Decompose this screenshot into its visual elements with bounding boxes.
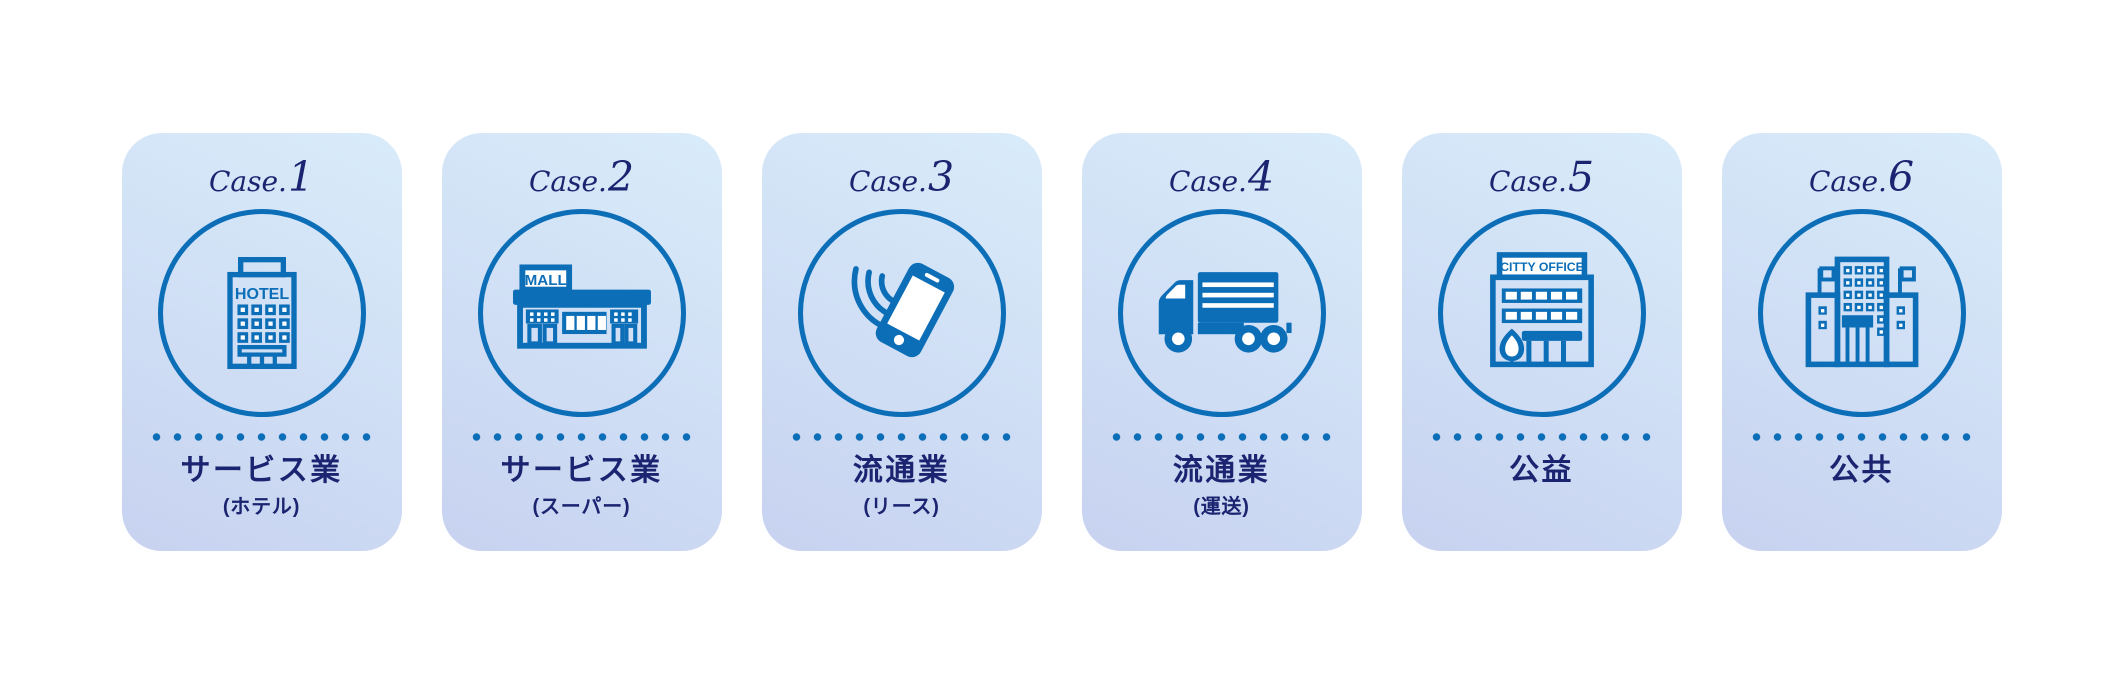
icon-circle: HOTEL: [157, 209, 366, 417]
case-card-6[interactable]: Case.6: [1721, 133, 2002, 551]
icon-circle: MALL: [477, 209, 686, 417]
case-prefix: Case.: [1168, 165, 1247, 198]
dotted-divider: [1746, 433, 1977, 441]
dotted-divider: [786, 433, 1017, 441]
city-office-icon: CITTY OFFICE: [1489, 252, 1594, 368]
case-prefix: Case.: [848, 165, 927, 198]
case-number: 3: [927, 153, 955, 201]
case-number: 5: [1567, 153, 1595, 201]
case-number: 1: [287, 153, 315, 201]
case-card-5[interactable]: Case.5 CITTY OFFICE 公益: [1401, 133, 1682, 551]
case-prefix: Case.: [528, 165, 607, 198]
card-label: 流通業: [1172, 454, 1271, 487]
card-label: 公共: [1829, 454, 1894, 487]
card-sublabel: (スーパー): [532, 496, 631, 518]
card-label: サービス業: [180, 454, 343, 487]
case-title: Case.3: [849, 153, 954, 201]
icon-circle: CITTY OFFICE: [1437, 209, 1646, 417]
case-prefix: Case.: [1488, 165, 1567, 198]
icon-circle: [1757, 209, 1966, 417]
case-number: 2: [607, 153, 635, 201]
case-title: Case.6: [1809, 153, 1914, 201]
case-title: Case.5: [1489, 153, 1594, 201]
case-card-1[interactable]: Case.1 HOTEL サービス業 (ホテル): [121, 133, 402, 551]
case-card-3[interactable]: Case.3 流通業 (リース): [761, 133, 1042, 551]
supermarket-mall-icon: MALL: [512, 264, 651, 349]
dotted-divider: [1106, 433, 1337, 441]
dotted-divider: [466, 433, 697, 441]
case-title: Case.4: [1169, 153, 1274, 201]
card-label: 公益: [1509, 454, 1574, 487]
delivery-truck-icon: [1158, 271, 1292, 353]
case-title: Case.2: [529, 153, 634, 201]
case-number: 6: [1887, 153, 1915, 201]
case-card-2[interactable]: Case.2 MALL サービス業: [441, 133, 722, 551]
smartphone-wireless-icon: [851, 245, 957, 358]
card-label: サービス業: [500, 454, 663, 487]
hotel-building-icon: HOTEL: [226, 257, 297, 369]
case-cards-row: Case.1 HOTEL サービス業 (ホテル): [121, 133, 2002, 551]
icon-circle: [797, 209, 1006, 417]
icon-circle: [1117, 209, 1326, 417]
mall-sign-text: MALL: [524, 272, 566, 289]
card-sublabel: (リース): [863, 496, 940, 518]
public-building-icon: [1805, 256, 1918, 368]
case-card-4[interactable]: Case.4 流通業 (運送): [1081, 133, 1362, 551]
hotel-sign-text: HOTEL: [234, 286, 288, 303]
dotted-divider: [146, 433, 377, 441]
card-sublabel: (運送): [1193, 496, 1250, 518]
case-prefix: Case.: [208, 165, 287, 198]
case-title: Case.1: [209, 153, 314, 201]
card-sublabel: (ホテル): [222, 496, 301, 518]
city-office-sign-text: CITTY OFFICE: [1500, 260, 1584, 274]
card-label: 流通業: [852, 454, 951, 487]
case-number: 4: [1247, 153, 1275, 201]
dotted-divider: [1426, 433, 1657, 441]
case-prefix: Case.: [1808, 165, 1887, 198]
